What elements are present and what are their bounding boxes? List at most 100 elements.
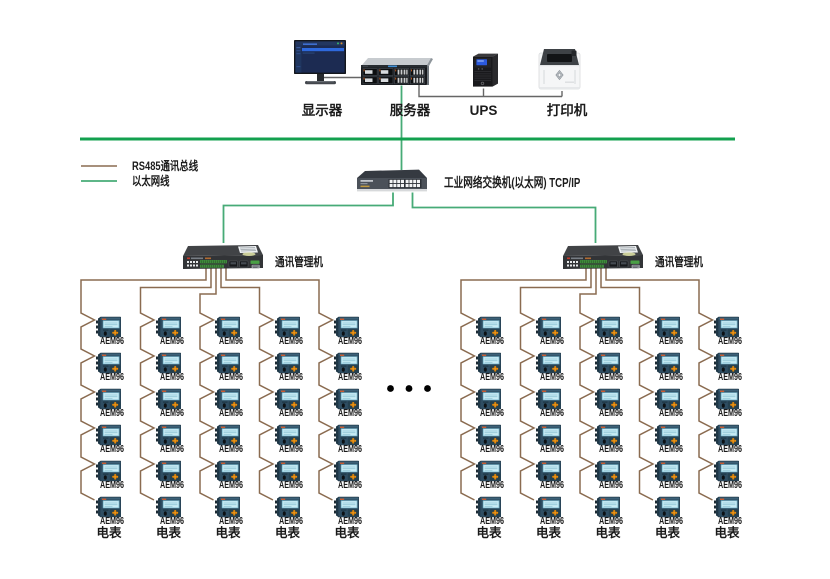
meter-icon-shape — [215, 425, 240, 445]
meter-icon-shape — [536, 353, 561, 373]
ethernet-switch-to-left-manager — [222, 192, 394, 243]
meter-icon-shape — [156, 353, 181, 373]
meter-icon-shape — [275, 353, 300, 373]
meter-icon-g2-c5-r1 — [714, 316, 739, 338]
meter-icon-shape — [595, 425, 620, 445]
meter-label-g1-c1-r4: AEM96 — [99, 444, 125, 455]
rs485-bus-g1-c2 — [139, 268, 212, 501]
meter-icon-g2-c2-r2 — [536, 352, 561, 374]
meter-label-g2-c4-r2: AEM96 — [658, 372, 683, 383]
meter-label-g1-c2-r6: AEM96 — [159, 516, 184, 527]
meter-icon-shape — [96, 353, 121, 373]
column-bottom-label-g1-c3: 电表 — [215, 526, 241, 540]
meter-label-g2-c5-r5: AEM96 — [717, 480, 743, 491]
legend-rs485-label: RS485通讯总线 — [132, 159, 199, 173]
meter-icon-shape — [334, 497, 359, 517]
meter-label-g1-c2-r1: AEM96 — [159, 336, 184, 347]
meter-icon-shape — [714, 353, 739, 373]
meter-icon-g2-c4-r4 — [655, 424, 680, 446]
meter-icon-g2-c2-r4 — [536, 424, 561, 446]
server-label: 服务器 — [389, 103, 431, 118]
column-bottom-label-g1-c2: 电表 — [155, 526, 182, 540]
meter-icon-g1-c2-r1 — [156, 316, 181, 338]
meter-icon-shape — [536, 497, 561, 517]
comm-manager-left-label: 通讯管理机 — [275, 255, 324, 269]
meter-icon-g1-c4-r1 — [275, 316, 300, 338]
meter-label-g2-c2-r6: AEM96 — [539, 516, 564, 527]
meter-icon-shape — [655, 497, 680, 517]
meter-label-g2-c5-r4: AEM96 — [717, 444, 743, 455]
meter-icon-shape — [655, 353, 680, 373]
meter-icon-shape — [476, 389, 501, 409]
meter-icon-g1-c1-r2 — [96, 352, 121, 374]
meter-label-g2-c5-r3: AEM96 — [717, 408, 743, 419]
meter-icon-g1-c3-r4 — [215, 424, 240, 446]
meter-icon-g1-c4-r2 — [275, 352, 300, 374]
meter-icon-g2-c1-r6 — [476, 496, 501, 518]
meter-label-g1-c5-r3: AEM96 — [337, 408, 363, 419]
meter-icon-shape — [714, 425, 739, 445]
meter-label-g2-c4-r5: AEM96 — [658, 480, 683, 491]
meter-icon-shape — [334, 317, 359, 337]
meter-label-g2-c4-r6: AEM96 — [658, 516, 683, 527]
meter-icon-shape — [334, 461, 359, 481]
meter-icon-g2-c3-r3 — [595, 388, 620, 410]
meter-icon-g2-c5-r3 — [714, 388, 739, 410]
comm-manager-right-label: 通讯管理机 — [655, 255, 704, 269]
meter-label-g1-c4-r5: AEM96 — [278, 480, 303, 491]
meter-icon-shape — [96, 461, 121, 481]
meter-label-g1-c2-r3: AEM96 — [159, 408, 184, 419]
meter-icon-g2-c2-r3 — [536, 388, 561, 410]
rs485-bus-g2-c5 — [605, 268, 715, 501]
meter-icon-shape — [476, 317, 501, 337]
meter-icon-shape — [215, 461, 240, 481]
rs485-bus-g2-c2 — [519, 268, 592, 501]
meter-label-g2-c1-r4: AEM96 — [479, 444, 505, 455]
meter-label-g2-c4-r4: AEM96 — [658, 444, 683, 455]
meter-icon-g1-c5-r6 — [334, 496, 359, 518]
column-bottom-label-g1-c4: 电表 — [274, 526, 301, 540]
meter-icon-shape — [595, 317, 620, 337]
meter-label-g2-c1-r2: AEM96 — [479, 372, 505, 383]
meter-icon-shape — [714, 389, 739, 409]
meter-icon-shape — [595, 353, 620, 373]
meter-icon-shape — [714, 317, 739, 337]
meter-icon-shape — [275, 389, 300, 409]
meter-icon-g1-c5-r1 — [334, 316, 359, 338]
meter-icon-shape — [215, 353, 240, 373]
meter-label-g1-c3-r6: AEM96 — [218, 516, 244, 527]
meter-icon-shape — [275, 497, 300, 517]
meter-label-g1-c1-r3: AEM96 — [99, 408, 125, 419]
meter-icon-shape — [215, 389, 240, 409]
rs485-bus-g2-c4 — [600, 268, 655, 501]
meter-icon-g2-c1-r2 — [476, 352, 501, 374]
column-bottom-label-g2-c1: 电表 — [476, 526, 502, 540]
meter-icon-g1-c3-r6 — [215, 496, 240, 518]
meter-icon-shape — [655, 317, 680, 337]
meter-icon-g2-c3-r6 — [595, 496, 620, 518]
column-bottom-label-g2-c4: 电表 — [654, 526, 681, 540]
meter-icon-g2-c4-r3 — [655, 388, 680, 410]
switch-label: 工业网络交换机(以太网) TCP/IP — [444, 175, 581, 190]
ups-icon — [473, 53, 498, 87]
meter-icon-g1-c2-r5 — [156, 460, 181, 482]
column-bottom-label-g2-c2: 电表 — [535, 526, 562, 540]
monitor-icon — [294, 40, 346, 85]
rs485-bus-g1-c5 — [225, 268, 335, 501]
meter-icon-g1-c2-r3 — [156, 388, 181, 410]
meter-icon-shape — [96, 317, 121, 337]
meter-icon-shape — [156, 389, 181, 409]
column-bottom-label-g1-c5: 电表 — [334, 526, 360, 540]
server-icon — [361, 58, 433, 85]
meter-label-g2-c4-r1: AEM96 — [658, 336, 683, 347]
meter-icon-shape — [655, 425, 680, 445]
comm-manager-left-icon — [181, 242, 265, 271]
meter-label-g2-c1-r3: AEM96 — [479, 408, 505, 419]
meter-icon-g2-c2-r1 — [536, 316, 561, 338]
meter-label-g2-c3-r1: AEM96 — [598, 336, 624, 347]
meter-label-g2-c2-r2: AEM96 — [539, 372, 564, 383]
meter-label-g1-c1-r1: AEM96 — [99, 336, 125, 347]
ups-label: UPS — [469, 103, 498, 118]
meter-label-g1-c4-r1: AEM96 — [278, 336, 303, 347]
